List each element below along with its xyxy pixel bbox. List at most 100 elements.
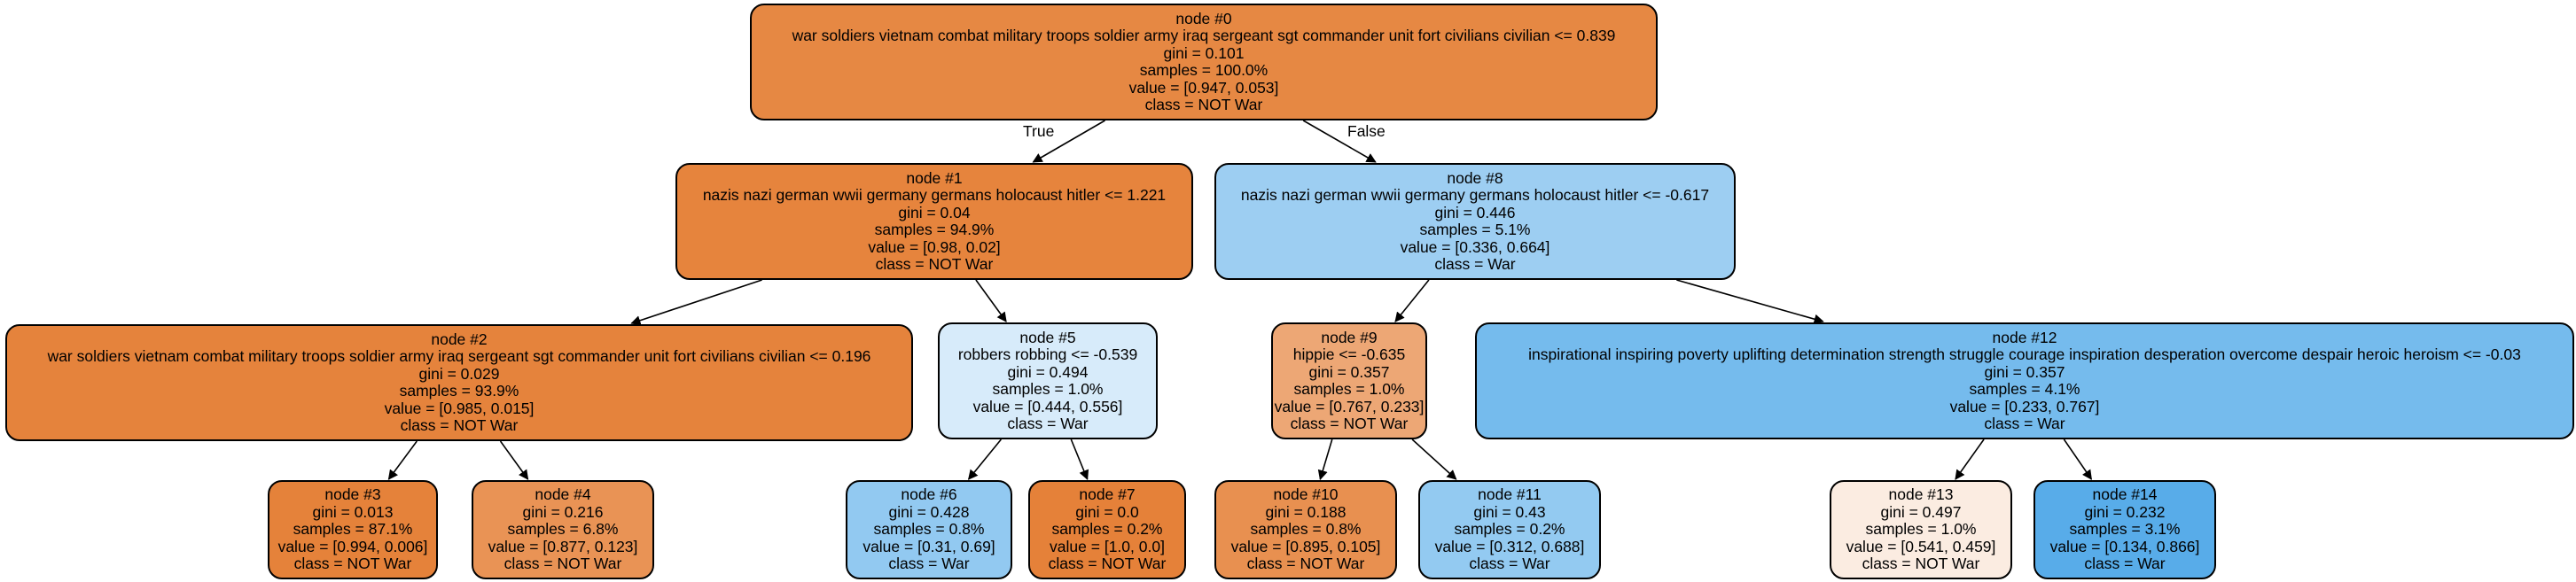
node-gini-text: gini = 0.357 — [1308, 362, 1390, 381]
node-value-text: value = [0.947, 0.053] — [1128, 78, 1279, 97]
node-samples-text: samples = 100.0% — [1139, 61, 1268, 79]
node-id-label: node #0 — [1175, 9, 1232, 27]
node-samples-text: samples = 93.9% — [399, 382, 519, 400]
node-samples-text: samples = 0.8% — [1250, 520, 1362, 539]
node-gini-text: gini = 0.232 — [2084, 502, 2166, 521]
node-class-text: class = War — [2084, 555, 2166, 573]
node-id-label: node #4 — [535, 485, 591, 504]
edge-node-8-to-node-12 — [1676, 279, 1824, 324]
node-samples-text: samples = 0.8% — [873, 520, 985, 539]
node-value-text: value = [0.877, 0.123] — [488, 537, 638, 555]
node-split-text: war soldiers vietnam combat military tro… — [792, 27, 1616, 44]
edge-node-2-to-node-4 — [499, 440, 529, 480]
node-class-text: class = NOT War — [503, 555, 622, 573]
node-gini-text: gini = 0.497 — [1880, 502, 1962, 521]
node-samples-text: samples = 87.1% — [293, 520, 413, 539]
node-gini-text: gini = 0.101 — [1163, 43, 1245, 62]
node-id-label: node #13 — [1888, 485, 1954, 504]
node-samples-text: samples = 94.9% — [874, 221, 995, 238]
node-value-text: value = [0.895, 0.105] — [1230, 537, 1381, 555]
node-gini-text: gini = 0.029 — [418, 364, 500, 383]
node-gini-text: gini = 0.188 — [1265, 502, 1347, 521]
node-class-text: class = NOT War — [1862, 555, 1980, 573]
node-value-text: value = [0.767, 0.233] — [1274, 397, 1425, 415]
edge-node-12-to-node-14 — [2063, 438, 2092, 480]
edge-node-0-to-node-8 — [1302, 120, 1377, 163]
node-value-text: value = [0.994, 0.006] — [277, 537, 428, 555]
node-split-text: hippie <= -0.635 — [1292, 345, 1406, 363]
edge-node-5-to-node-7 — [1070, 438, 1089, 481]
node-gini-text: gini = 0.0 — [1075, 502, 1139, 521]
node-class-text: class = NOT War — [1290, 415, 1409, 432]
node-id-label: node #2 — [431, 330, 488, 348]
edge-layer — [387, 120, 2092, 481]
edge-label-false: False — [1347, 122, 1386, 140]
node-samples-text: samples = 0.2% — [1454, 520, 1565, 539]
node-samples-text: samples = 1.0% — [1293, 380, 1405, 398]
node-gini-text: gini = 0.216 — [522, 502, 604, 521]
node-id-label: node #12 — [1992, 328, 2057, 346]
node-class-text: class = War — [1984, 415, 2065, 432]
node-gini-text: gini = 0.04 — [898, 203, 971, 221]
node-value-text: value = [0.312, 0.688] — [1434, 537, 1585, 555]
node-class-text: class = War — [1434, 255, 1516, 273]
node-id-label: node #8 — [1447, 168, 1503, 187]
node-class-text: class = NOT War — [293, 555, 412, 573]
node-id-label: node #6 — [901, 485, 957, 504]
node-value-text: value = [0.336, 0.664] — [1400, 237, 1550, 256]
node-samples-text: samples = 4.1% — [1969, 380, 2080, 398]
edge-node-1-to-node-2 — [630, 279, 762, 326]
node-class-text: class = NOT War — [875, 255, 994, 273]
node-class-text: class = NOT War — [1048, 555, 1167, 573]
node-class-text: class = War — [888, 555, 970, 573]
edge-node-0-to-node-1 — [1032, 120, 1105, 163]
node-id-label: node #10 — [1273, 485, 1339, 504]
node-split-text: nazis nazi german wwii germany germans h… — [1240, 186, 1710, 204]
node-value-text: value = [0.233, 0.767] — [1949, 397, 2100, 415]
node-gini-text: gini = 0.446 — [1434, 203, 1516, 221]
edge-node-1-to-node-5 — [975, 279, 1007, 322]
node-gini-text: gini = 0.013 — [312, 502, 394, 521]
node-gini-text: gini = 0.43 — [1473, 502, 1546, 521]
node-class-text: class = War — [1007, 415, 1089, 432]
edge-node-8-to-node-9 — [1394, 279, 1430, 322]
edge-node-9-to-node-11 — [1411, 438, 1457, 480]
node-class-text: class = NOT War — [1144, 96, 1263, 113]
node-id-label: node #5 — [1019, 328, 1076, 346]
node-split-text: war soldiers vietnam combat military tro… — [47, 347, 871, 365]
node-gini-text: gini = 0.428 — [888, 502, 970, 521]
node-value-text: value = [0.444, 0.556] — [972, 397, 1123, 415]
node-samples-text: samples = 0.2% — [1051, 520, 1163, 539]
node-value-text: value = [0.541, 0.459] — [1846, 537, 1996, 555]
node-value-text: value = [1.0, 0.0] — [1050, 537, 1165, 555]
node-gini-text: gini = 0.357 — [1984, 362, 2065, 381]
node-split-text: inspirational inspiring poverty upliftin… — [1528, 345, 2521, 363]
node-split-text: nazis nazi german wwii germany germans h… — [702, 186, 1167, 204]
edge-label-true: True — [1023, 122, 1055, 140]
node-id-label: node #7 — [1079, 485, 1136, 504]
node-samples-text: samples = 6.8% — [507, 520, 619, 539]
node-value-text: value = [0.98, 0.02] — [868, 237, 1001, 256]
node-gini-text: gini = 0.494 — [1007, 362, 1089, 381]
edge-node-12-to-node-13 — [1955, 438, 1985, 480]
node-class-text: class = NOT War — [400, 416, 519, 434]
node-samples-text: samples = 1.0% — [1865, 520, 1977, 539]
node-split-text: robbers robbing <= -0.539 — [957, 345, 1138, 363]
node-id-label: node #1 — [906, 168, 963, 187]
node-class-text: class = NOT War — [1246, 555, 1365, 573]
node-id-label: node #3 — [324, 485, 381, 504]
node-value-text: value = [0.31, 0.69] — [863, 537, 995, 555]
